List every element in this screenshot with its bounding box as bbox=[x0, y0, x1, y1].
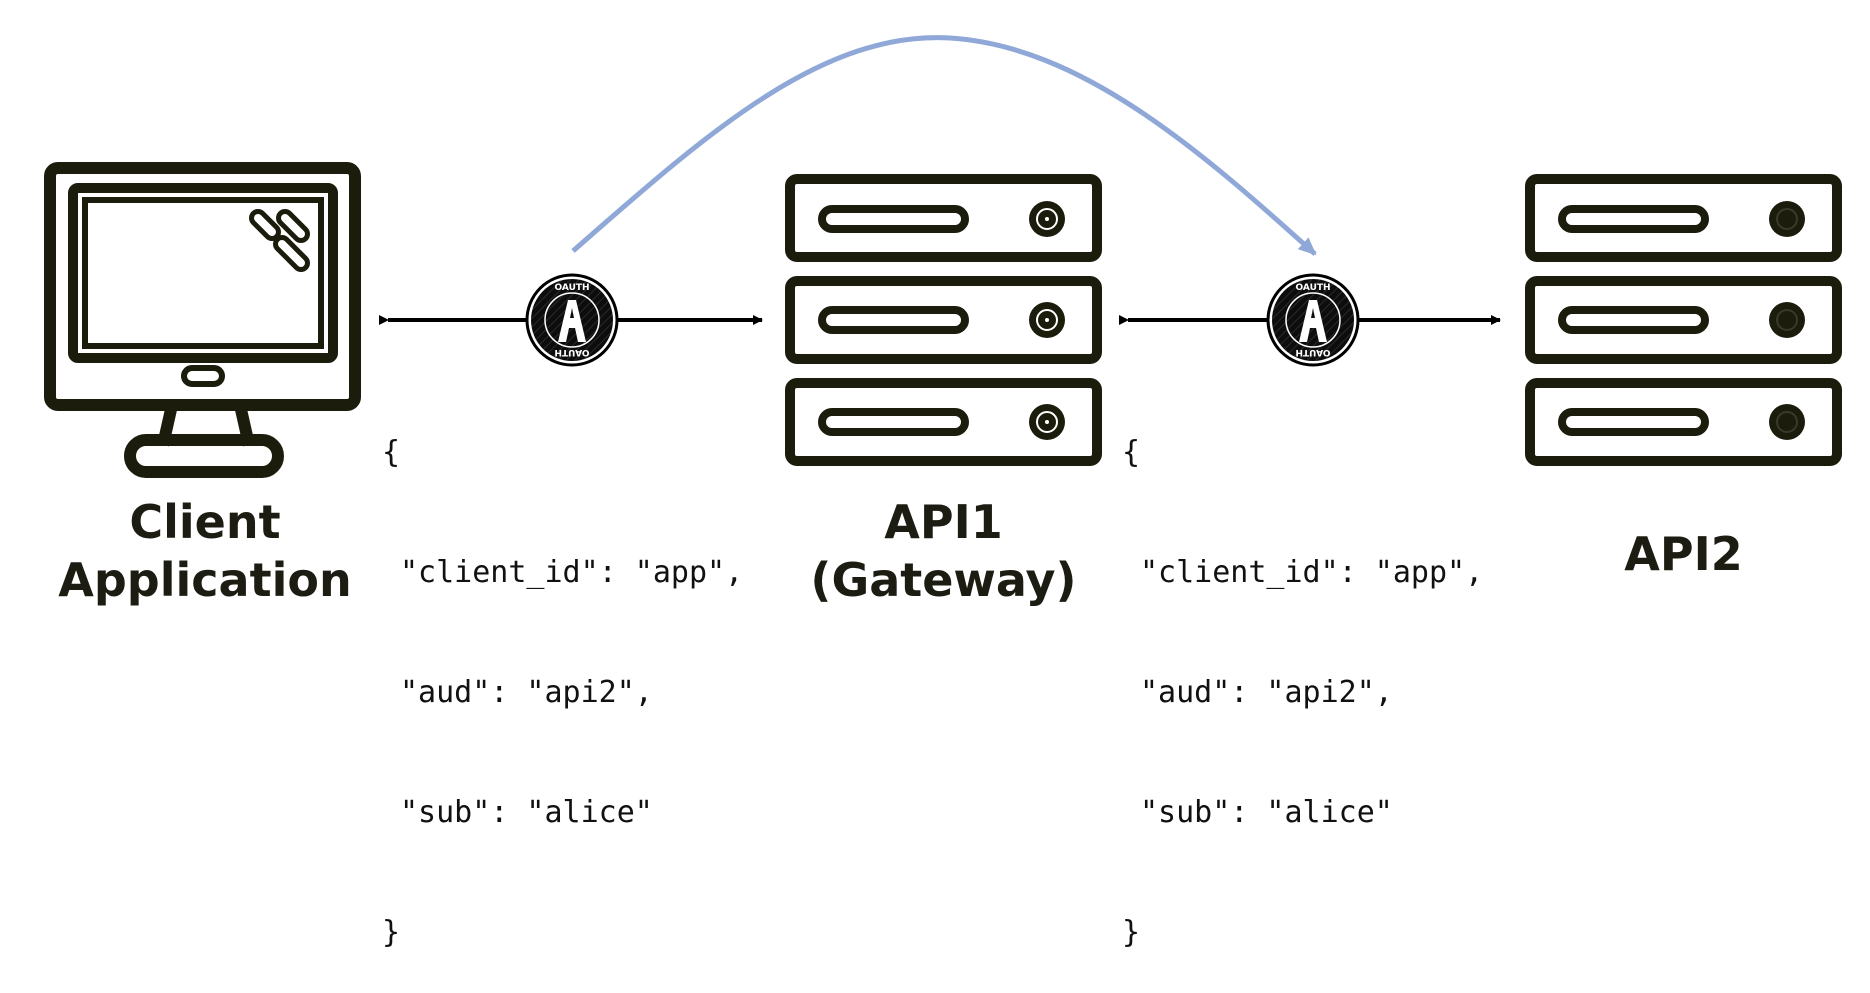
token-close-brace: } bbox=[382, 915, 401, 950]
token-line-sub: "sub": "alice" bbox=[400, 795, 653, 830]
server-unit-icon bbox=[1525, 174, 1842, 262]
server-unit-icon bbox=[1525, 276, 1842, 364]
api2-label: API2 bbox=[1624, 527, 1743, 581]
api1-server-icon bbox=[785, 174, 1102, 466]
screen-glare-icon bbox=[249, 209, 310, 272]
server-unit-icon bbox=[1525, 378, 1842, 466]
badge-text-top: OAUTH bbox=[1295, 283, 1330, 293]
client-label-line1: Client bbox=[129, 495, 281, 549]
api1-label: API1 (Gateway) bbox=[790, 493, 1097, 609]
token-line-aud: "aud": "api2", bbox=[400, 675, 653, 710]
oauth-badge-icon: OAUTH OAUTH bbox=[525, 273, 619, 367]
server-unit-icon bbox=[785, 378, 1102, 466]
badge-text-top: OAUTH bbox=[554, 283, 589, 293]
badge-text-bottom: OAUTH bbox=[1295, 347, 1330, 357]
server-unit-icon bbox=[785, 174, 1102, 262]
oauth-badge-icon: OAUTH OAUTH bbox=[1266, 273, 1360, 367]
client-label: Client Application bbox=[45, 493, 365, 609]
api1-label-line2: (Gateway) bbox=[810, 553, 1077, 607]
token-open-brace: { bbox=[1122, 435, 1141, 470]
token-forward-curve bbox=[571, 35, 1317, 256]
token-open-brace: { bbox=[382, 435, 401, 470]
server-unit-icon bbox=[785, 276, 1102, 364]
diagram-canvas: OAUTH OAUTH OAUTH OAUTH bbox=[44, 35, 1842, 478]
token-close-brace: } bbox=[1122, 915, 1141, 950]
token-payload: { "client_id": "app", "aud": "api2", "su… bbox=[382, 353, 743, 993]
client-label-line2: Application bbox=[58, 553, 352, 607]
badge-text-bottom: OAUTH bbox=[554, 347, 589, 357]
token-line-client-id: "client_id": "app", bbox=[400, 555, 744, 590]
api2-server-icon bbox=[1525, 174, 1842, 466]
monitor-icon bbox=[44, 162, 361, 478]
token-payload: { "client_id": "app", "aud": "api2", "su… bbox=[1122, 353, 1483, 993]
token-line-sub: "sub": "alice" bbox=[1140, 795, 1393, 830]
token-line-aud: "aud": "api2", bbox=[1140, 675, 1393, 710]
api1-label-line1: API1 bbox=[884, 495, 1003, 549]
token-line-client-id: "client_id": "app", bbox=[1140, 555, 1484, 590]
